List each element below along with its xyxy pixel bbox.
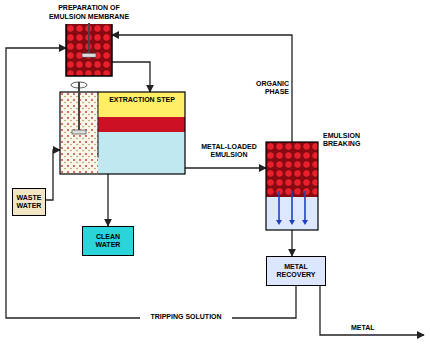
box-label: METAL RECOVERY bbox=[269, 263, 323, 280]
illustration bbox=[66, 24, 112, 76]
stirrer-motion bbox=[71, 82, 87, 88]
process-box: METAL RECOVERY bbox=[266, 256, 326, 286]
organic-layer bbox=[98, 92, 185, 117]
settling-arrow bbox=[291, 191, 293, 222]
output-label: METAL bbox=[350, 324, 376, 332]
settling-arrow bbox=[278, 191, 280, 222]
flow-label: TRIPPING SOLUTION bbox=[140, 313, 232, 321]
node-heading: PREPARATION OF EMULSION MEMBRANE bbox=[39, 4, 139, 21]
stirrer-shaft bbox=[88, 23, 90, 55]
water-layer bbox=[98, 132, 185, 174]
box-label: CLEAN WATER bbox=[85, 233, 131, 250]
flow-arrow bbox=[107, 174, 108, 226]
process-box: CLEAN WATER bbox=[82, 226, 134, 256]
box-label: WASTE WATER bbox=[15, 194, 43, 211]
metal-outlet-arrow bbox=[320, 286, 424, 335]
settling-arrowhead bbox=[289, 220, 295, 225]
node-heading: EMULSION BREAKING bbox=[323, 132, 379, 149]
flow-label: METAL-LOADED EMULSION bbox=[195, 143, 263, 160]
node-heading: EXTRACTION STEP bbox=[102, 96, 182, 104]
flow-arrow bbox=[46, 150, 60, 200]
settling-arrowhead bbox=[276, 220, 282, 225]
stirrer-shaft bbox=[78, 82, 80, 132]
flow-arrow bbox=[291, 230, 292, 256]
process-box: WASTE WATER bbox=[12, 188, 46, 216]
weir bbox=[97, 92, 98, 158]
emulsion-phase bbox=[266, 142, 318, 197]
flow-label: ORGANIC PHASE bbox=[238, 80, 290, 97]
extraction-tank: EXTRACTION STEP bbox=[60, 92, 185, 174]
illustration bbox=[60, 92, 185, 174]
illustration bbox=[266, 142, 318, 230]
vessel-wall bbox=[266, 142, 318, 230]
stirrer-blade bbox=[72, 130, 86, 134]
emulsion-beaker: PREPARATION OF EMULSION MEMBRANE bbox=[66, 24, 112, 76]
flow-arrow bbox=[112, 62, 150, 92]
emulsion-layer bbox=[98, 117, 185, 132]
settling-arrow bbox=[304, 191, 306, 222]
flow-arrow bbox=[6, 48, 296, 318]
stirrer-blade bbox=[82, 53, 96, 57]
flow-arrow bbox=[185, 167, 266, 168]
beaker-body bbox=[66, 24, 112, 76]
settling-arrowhead bbox=[302, 220, 308, 225]
breaking-vessel: EMULSION BREAKING bbox=[266, 142, 318, 230]
